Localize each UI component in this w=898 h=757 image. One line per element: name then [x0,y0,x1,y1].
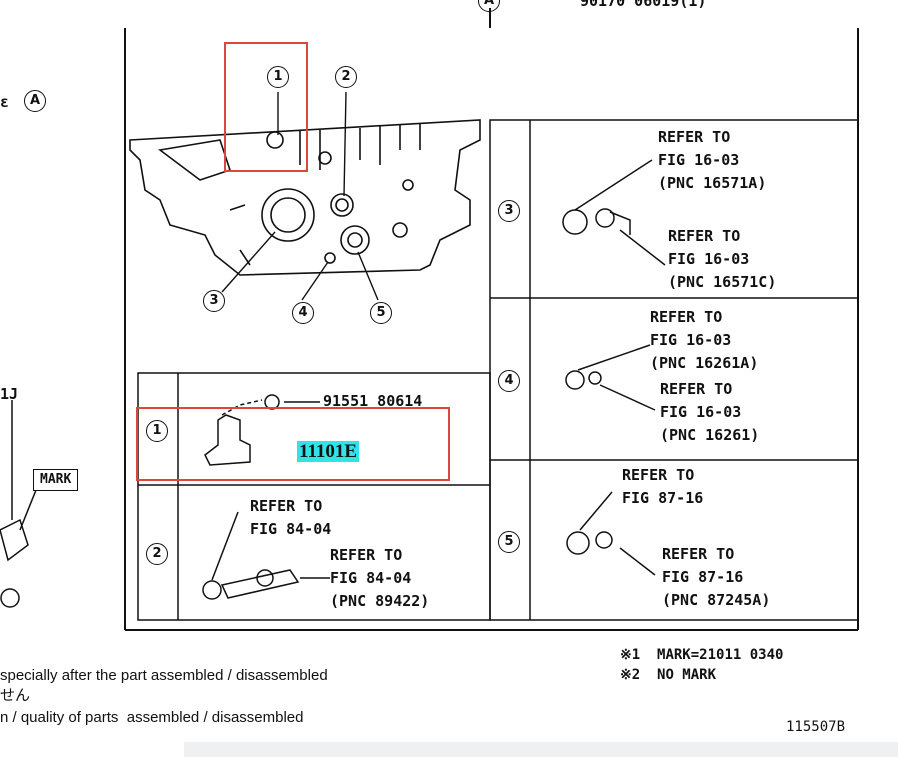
panel5-ref2-line1[interactable]: REFER TO [662,545,735,563]
panel4-ref2-line3[interactable]: (PNC 16261) [660,426,760,444]
part1-bolt-number[interactable]: 91551 80614 [323,392,423,410]
part2-ref2-line1[interactable]: REFER TO [330,546,403,564]
callout-5[interactable]: 5 [370,302,392,324]
panel5-ref2-line3[interactable]: (PNC 87245A) [662,591,771,609]
callout-1[interactable]: 1 [267,66,289,88]
panel4-ref2-line2[interactable]: FIG 16-03 [660,403,742,421]
panel4-ref1-line3[interactable]: (PNC 16261A) [650,354,759,372]
part2-ref2-line2[interactable]: FIG 84-04 [330,569,412,587]
panel-index-5: 5 [498,531,520,553]
callout-4[interactable]: 4 [292,302,314,324]
left-fragment-1j: 1J [0,385,19,403]
panel-index-1: 1 [146,420,168,442]
panel-index-4: 4 [498,370,520,392]
panel4-ref2-line1[interactable]: REFER TO [660,380,733,398]
panel3-ref2-line1[interactable]: REFER TO [668,227,741,245]
part1-part-number[interactable]: 11101E [297,441,360,462]
note-line-3: n / quality of parts assembled / disasse… [0,709,304,726]
note-line-2: せん [0,687,31,704]
left-callout-a: A [24,90,46,112]
panel-index-3: 3 [498,200,520,222]
panel5-ref2-line2[interactable]: FIG 87-16 [662,568,744,586]
footnote-2: ※2 NO MARK [620,667,717,683]
panel3-ref2-line3[interactable]: (PNC 16571C) [668,273,777,291]
panel3-ref1-line3[interactable]: (PNC 16571A) [658,174,767,192]
panel4-ref1-line2[interactable]: FIG 16-03 [650,331,732,349]
callout-3[interactable]: 3 [203,290,225,312]
figure-code: 115507B [786,719,846,735]
panel4-ref1-line1[interactable]: REFER TO [650,308,723,326]
callout-2[interactable]: 2 [335,66,357,88]
panel3-ref2-line2[interactable]: FIG 16-03 [668,250,750,268]
mark-box: MARK [33,469,79,491]
note-line-1: specially after the part assembled / dis… [0,667,328,684]
bottom-bar [184,742,898,757]
panel-index-2: 2 [146,543,168,565]
panel3-ref1-line1[interactable]: REFER TO [658,128,731,146]
highlight-box-callout-1 [224,42,308,172]
part2-ref2-line3[interactable]: (PNC 89422) [330,592,430,610]
part2-ref1-line2[interactable]: FIG 84-04 [250,520,332,538]
panel5-ref1-line2[interactable]: FIG 87-16 [622,489,704,507]
highlight-box-part1 [136,407,450,481]
top-part-number: 90170 06019(1) [580,0,707,10]
part2-ref1-line1[interactable]: REFER TO [250,497,323,515]
left-fragment-a-prefix: ε [0,93,10,111]
panel3-ref1-line2[interactable]: FIG 16-03 [658,151,740,169]
panel5-ref1-line1[interactable]: REFER TO [622,466,695,484]
footnote-1: ※1 MARK=21011 0340 [620,647,784,663]
